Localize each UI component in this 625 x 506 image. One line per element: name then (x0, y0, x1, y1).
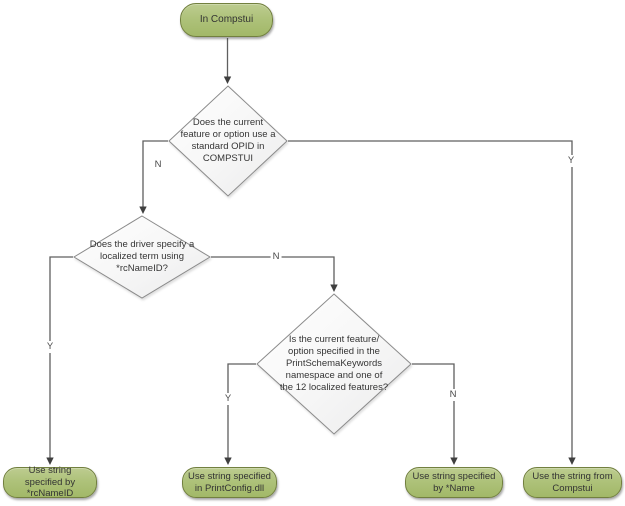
edge-label-rcnameid-yes: Y (44, 341, 56, 353)
arrow-down-icon (139, 206, 147, 214)
edge-label-schema-yes: Y (222, 393, 234, 405)
end-node-rcnameid-label: Use string specified by *rcNameID (24, 465, 76, 500)
connector-schema-yes (227, 363, 256, 458)
arrow-down-icon (568, 457, 576, 465)
decision-rcnameid-label: Does the driver specify a localized term… (89, 239, 195, 274)
decision-rcnameid: Does the driver specify a localized term… (73, 215, 211, 299)
connector-rcnameid-yes (49, 256, 73, 458)
end-node-name: Use string specified by *Name (405, 467, 503, 498)
decision-printschema-label: Is the current feature/ option specified… (279, 334, 389, 393)
edge-label-rcnameid-no: N (270, 251, 282, 263)
arrow-down-icon (330, 284, 338, 292)
decision-standard-opid: Does the current feature or option use a… (168, 85, 288, 197)
edge-label-schema-no: N (447, 389, 459, 401)
connector-opid-no (142, 140, 168, 207)
diamond-shape (256, 293, 412, 435)
arrow-down-icon (450, 457, 458, 465)
end-node-name-label: Use string specified by *Name (412, 471, 496, 494)
connector-rcnameid-no (211, 256, 335, 285)
end-node-printconfig: Use string specified in PrintConfig.dll (182, 467, 277, 498)
start-node-label: In Compstui (199, 14, 254, 26)
arrow-down-icon (223, 76, 232, 84)
connector-schema-no (412, 363, 455, 458)
diamond-shape (168, 85, 288, 197)
start-node: In Compstui (180, 3, 273, 37)
connector-opid-yes (288, 140, 573, 458)
arrowheads (46, 76, 576, 465)
end-node-printconfig-label: Use string specified in PrintConfig.dll (188, 471, 271, 494)
edge-label-opid-no: N (152, 159, 164, 171)
end-node-compstui: Use the string from Compstui (523, 467, 622, 498)
arrow-down-icon (46, 457, 54, 465)
end-node-compstui-label: Use the string from Compstui (532, 471, 613, 494)
diamond-shape (73, 215, 211, 299)
decision-printschema: Is the current feature/ option specified… (256, 293, 412, 435)
arrow-down-icon (224, 457, 232, 465)
edge-label-opid-yes: Y (565, 155, 577, 167)
end-node-rcnameid: Use string specified by *rcNameID (3, 465, 97, 500)
decision-standard-opid-label: Does the current feature or option use a… (180, 117, 276, 164)
